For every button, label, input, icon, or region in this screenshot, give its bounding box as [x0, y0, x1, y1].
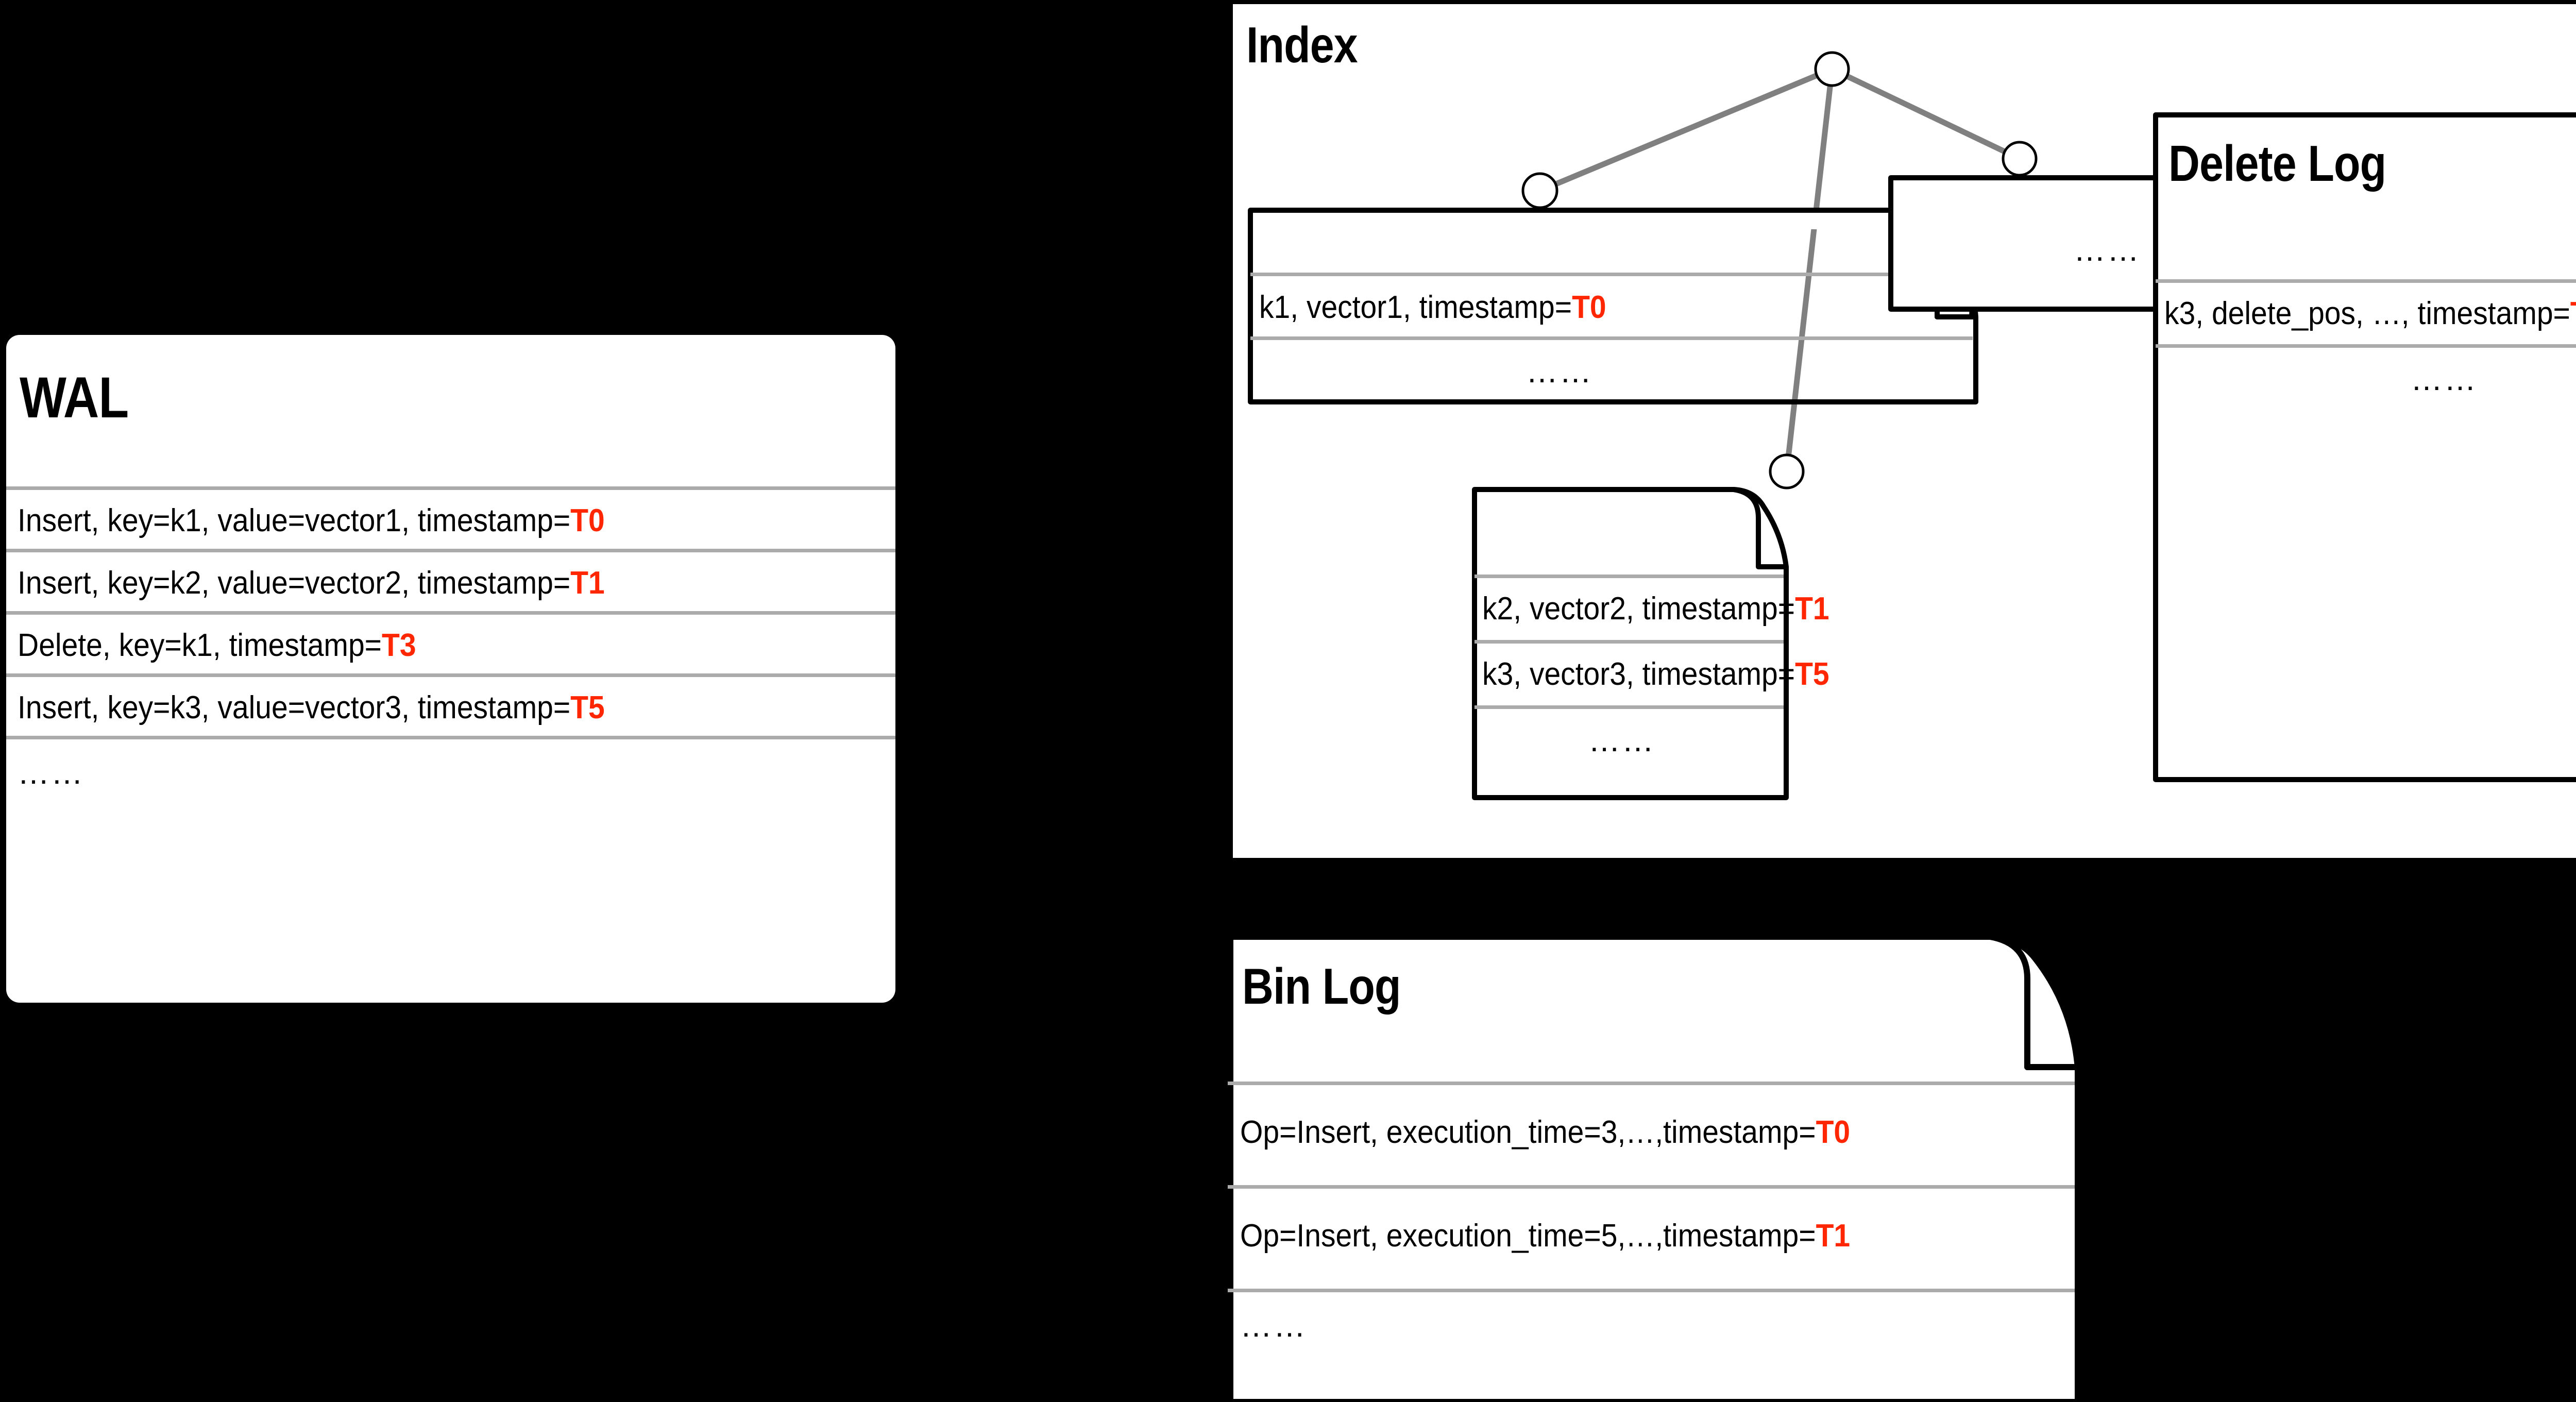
index-node-right-ellipsis: ……: [2074, 232, 2141, 268]
wal-row-timestamp: T0: [570, 503, 605, 538]
tree-node-root: [1814, 51, 1850, 87]
delete-log-ellipsis: ……: [2411, 362, 2478, 397]
delete-log-separator: [2156, 279, 2576, 283]
tree-edge-root-right: [1831, 66, 2021, 161]
wal-row: Insert, key=k2, value=vector2, timestamp…: [18, 567, 605, 599]
tree-node-left: [1521, 172, 1558, 209]
bin-log-row: Op=Insert, execution_time=5,…,timestamp=…: [1240, 1220, 1850, 1252]
wal-row: Insert, key=k1, value=vector1, timestamp…: [18, 505, 605, 537]
wal-row: Insert, key=k3, value=vector3, timestamp…: [18, 692, 605, 724]
bin-log-card: Bin Log Op=Insert, execution_time=3,…,ti…: [1227, 934, 2225, 1402]
index-node-k1-separator: [1250, 273, 1973, 276]
bin-log-row: Op=Insert, execution_time=3,…,timestamp=…: [1240, 1117, 1850, 1148]
index-node-k1-body: k1, vector1, timestamp=T0 ……: [1248, 208, 1978, 404]
wal-ellipsis: ……: [18, 755, 84, 791]
wal-panel: WAL Insert, key=k1, value=vector1, times…: [6, 335, 895, 1003]
bin-log-row-text: Op=Insert, execution_time=3,…,timestamp=: [1240, 1114, 1816, 1150]
index-node-k2k3-row: k2, vector2, timestamp=T1: [1482, 593, 1829, 625]
index-node-k2k3: k2, vector2, timestamp=T1 k3, vector3, t…: [1472, 487, 1829, 800]
wal-row-text: Insert, key=k2, value=vector2, timestamp…: [18, 565, 571, 601]
index-node-k1: k1, vector1, timestamp=T0 ……: [1248, 208, 1978, 404]
bin-log-row-text: Op=Insert, execution_time=5,…,timestamp=: [1240, 1218, 1816, 1254]
index-node-k1-separator: [1250, 336, 1973, 340]
bin-log-separator: [1228, 1289, 2075, 1292]
wal-separator: [6, 673, 895, 677]
index-node-k2k3-row: k3, vector3, timestamp=T5: [1482, 658, 1829, 690]
tree-node-bottom: [1769, 453, 1805, 489]
wal-separator: [6, 486, 895, 490]
index-node-k1-row: k1, vector1, timestamp=T0: [1259, 292, 1606, 324]
delete-log-row-text: k3, delete_pos, …, timestamp=: [2164, 296, 2570, 331]
index-node-k1-row-text: k1, vector1, timestamp=: [1259, 290, 1572, 325]
index-node-k1-row-timestamp: T0: [1572, 290, 1606, 325]
delete-log-row-timestamp: T3: [2570, 296, 2576, 331]
bin-log-title: Bin Log: [1242, 958, 1401, 1015]
wal-row-text: Insert, key=k3, value=vector3, timestamp…: [18, 690, 571, 725]
index-node-k2k3-row-timestamp: T1: [1795, 591, 1829, 627]
wal-row-timestamp: T5: [570, 690, 605, 725]
index-node-k2k3-row-timestamp: T5: [1795, 656, 1829, 692]
delete-log-row: k3, delete_pos, …, timestamp=T3: [2164, 298, 2576, 330]
index-node-k1-ellipsis: ……: [1526, 354, 1593, 390]
delete-log-separator: [2156, 344, 2576, 348]
wal-title: WAL: [20, 365, 129, 430]
wal-row-text: Insert, key=k1, value=vector1, timestamp…: [18, 503, 571, 538]
wal-row-timestamp: T1: [570, 565, 605, 601]
bin-log-separator: [1228, 1082, 2075, 1085]
bin-log-outline: [1227, 934, 2081, 1402]
wal-separator: [6, 549, 895, 552]
wal-separator: [6, 736, 895, 739]
bin-log-separator: [1228, 1185, 2075, 1189]
tree-node-right: [2002, 141, 2038, 177]
index-node-k2k3-row-text: k2, vector2, timestamp=: [1482, 591, 1795, 627]
wal-row-text: Delete, key=k1, timestamp=: [18, 628, 382, 663]
index-title: Index: [1246, 16, 1358, 73]
delete-log-body: Delete Log k3, delete_pos, …, timestamp=…: [2153, 112, 2576, 782]
index-node-k2k3-separator: [1475, 640, 1784, 644]
index-node-k2k3-ellipsis: ……: [1588, 723, 1655, 758]
wal-row: Delete, key=k1, timestamp=T3: [18, 630, 416, 662]
index-node-k2k3-outline: [1472, 487, 1789, 800]
bin-log-ellipsis: ……: [1240, 1308, 1307, 1344]
delete-log-title: Delete Log: [2168, 135, 2386, 192]
index-node-k2k3-row-text: k3, vector3, timestamp=: [1482, 656, 1795, 692]
index-node-k2k3-body: k2, vector2, timestamp=T1 k3, vector3, t…: [1472, 487, 1829, 800]
index-panel: Index k1, vector1: [1233, 4, 2576, 858]
bin-log-body: Bin Log Op=Insert, execution_time=3,…,ti…: [1228, 934, 2225, 1402]
index-node-k2k3-separator: [1475, 575, 1784, 578]
wal-separator: [6, 611, 895, 615]
index-node-k2k3-separator: [1475, 705, 1784, 709]
delete-log-card: Delete Log k3, delete_pos, …, timestamp=…: [2153, 112, 2576, 782]
bin-log-row-timestamp: T0: [1816, 1114, 1851, 1150]
index-tree: [1521, 51, 2038, 489]
index-node-right-body: ……: [1888, 175, 2385, 312]
wal-row-timestamp: T3: [381, 628, 416, 663]
bin-log-row-timestamp: T1: [1816, 1218, 1851, 1254]
tree-edge-root-left: [1538, 66, 1834, 194]
